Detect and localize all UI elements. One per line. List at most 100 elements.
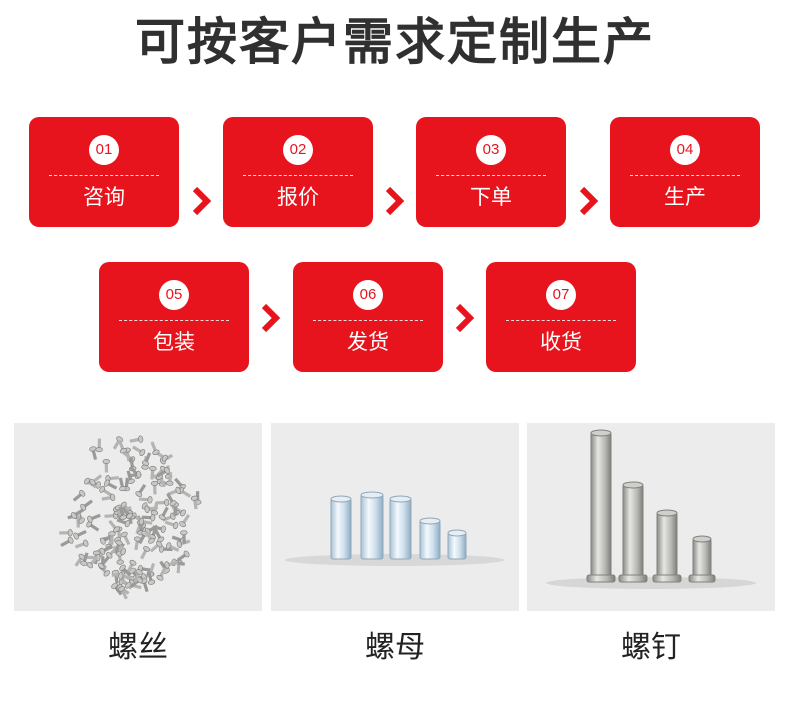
- screw-icon: [71, 508, 85, 519]
- screw-icon: [72, 490, 86, 502]
- step-card-quote[interactable]: 02 报价: [223, 117, 373, 227]
- screw-icon: [167, 486, 181, 496]
- screw-icon: [141, 452, 152, 466]
- standoff-screws-image: [546, 429, 756, 589]
- screw-icon: [135, 483, 147, 497]
- step-label: 包装: [153, 330, 195, 354]
- page-title: 可按客户需求定制生产: [135, 13, 655, 71]
- screw-icon: [179, 514, 191, 528]
- screw-icon: [164, 520, 179, 530]
- screw-icon: [144, 505, 159, 513]
- screw-icon: [86, 555, 99, 569]
- screw-icon: [165, 542, 180, 552]
- product-name-nuts: 螺母: [365, 630, 425, 665]
- step-divider: [506, 320, 616, 321]
- screw-icon: [95, 438, 103, 453]
- screw-icon: [150, 441, 160, 455]
- step-label: 收货: [540, 330, 582, 354]
- chevron-right-icon: [385, 186, 405, 216]
- screw-icon: [86, 520, 100, 532]
- screw-icon: [164, 560, 179, 569]
- step-card-shipping[interactable]: 06 发货: [293, 262, 443, 372]
- screw-icon: [114, 540, 123, 554]
- step-divider: [119, 320, 229, 321]
- step-label: 发货: [347, 330, 389, 354]
- step-divider: [313, 320, 423, 321]
- screw-icon: [118, 477, 127, 492]
- screw-icon: [87, 513, 101, 523]
- step-card-order[interactable]: 03 下单: [416, 117, 566, 227]
- screw-icon: [59, 529, 73, 537]
- step-card-receiving[interactable]: 07 收货: [486, 262, 636, 372]
- screw-icon: [121, 506, 133, 519]
- step-number: 03: [476, 135, 506, 165]
- screw-icon: [146, 571, 156, 585]
- screw-icon: [166, 472, 174, 486]
- screw-icon: [176, 550, 190, 562]
- screw-icon: [104, 479, 118, 490]
- screw-icon: [117, 439, 127, 454]
- step-label: 生产: [664, 185, 706, 209]
- chevron-right-icon: [579, 186, 599, 216]
- step-number: 06: [353, 280, 383, 310]
- screw-icon: [140, 546, 151, 560]
- screw-icon: [101, 493, 116, 502]
- screw-icon: [89, 474, 103, 486]
- screw-icon: [133, 569, 143, 583]
- step-label: 咨询: [83, 185, 125, 209]
- screw-icon: [180, 530, 188, 544]
- screw-icon: [149, 540, 163, 553]
- screw-icon: [119, 564, 132, 577]
- chevron-right-icon: [455, 303, 475, 333]
- screw-icon: [158, 506, 169, 521]
- product-name-standoffs: 螺钉: [621, 630, 681, 665]
- screw-icon: [127, 470, 142, 479]
- product-name-screws: 螺丝: [108, 630, 168, 665]
- screw-icon: [120, 531, 131, 546]
- screw-icon: [97, 556, 110, 569]
- step-label: 报价: [277, 185, 319, 209]
- product-photo-standoffs: [527, 423, 775, 611]
- screw-icon: [156, 467, 170, 478]
- step-card-consult[interactable]: 01 咨询: [29, 117, 179, 227]
- step-number: 04: [670, 135, 700, 165]
- step-number: 07: [546, 280, 576, 310]
- screw-icon: [190, 495, 199, 510]
- screw-icon: [166, 492, 177, 507]
- standoff-nuts-image: [285, 491, 505, 566]
- screw-icon: [108, 531, 116, 545]
- product-photo-screws: [14, 423, 262, 611]
- step-number: 01: [89, 135, 119, 165]
- product-photo-nuts: [271, 423, 519, 611]
- screw-icon: [118, 586, 128, 600]
- screw-pile-image: [59, 435, 202, 600]
- screw-icon: [129, 435, 144, 443]
- screw-icon: [144, 530, 155, 544]
- chevron-right-icon: [261, 303, 281, 333]
- screw-icon: [80, 552, 89, 566]
- chevron-right-icon: [192, 186, 212, 216]
- screw-icon: [99, 544, 113, 555]
- step-number: 05: [159, 280, 189, 310]
- step-card-packaging[interactable]: 05 包装: [99, 262, 249, 372]
- screw-icon: [99, 485, 113, 497]
- screw-icon: [155, 498, 170, 507]
- screw-icon: [108, 519, 120, 533]
- step-divider: [630, 175, 740, 176]
- screw-icon: [60, 536, 74, 547]
- step-divider: [436, 175, 546, 176]
- screw-icon: [132, 445, 146, 456]
- screw-icon: [73, 529, 87, 540]
- screw-icon: [126, 559, 137, 574]
- step-card-production[interactable]: 04 生产: [610, 117, 760, 227]
- step-divider: [49, 175, 159, 176]
- screw-icon: [150, 480, 159, 495]
- screw-icon: [102, 458, 110, 473]
- step-label: 下单: [470, 185, 512, 209]
- screw-icon: [74, 539, 89, 549]
- screw-icon: [149, 465, 157, 480]
- screw-icon: [118, 506, 127, 520]
- screw-icon: [118, 572, 132, 580]
- screw-icon: [156, 567, 167, 581]
- screw-icon: [138, 517, 153, 526]
